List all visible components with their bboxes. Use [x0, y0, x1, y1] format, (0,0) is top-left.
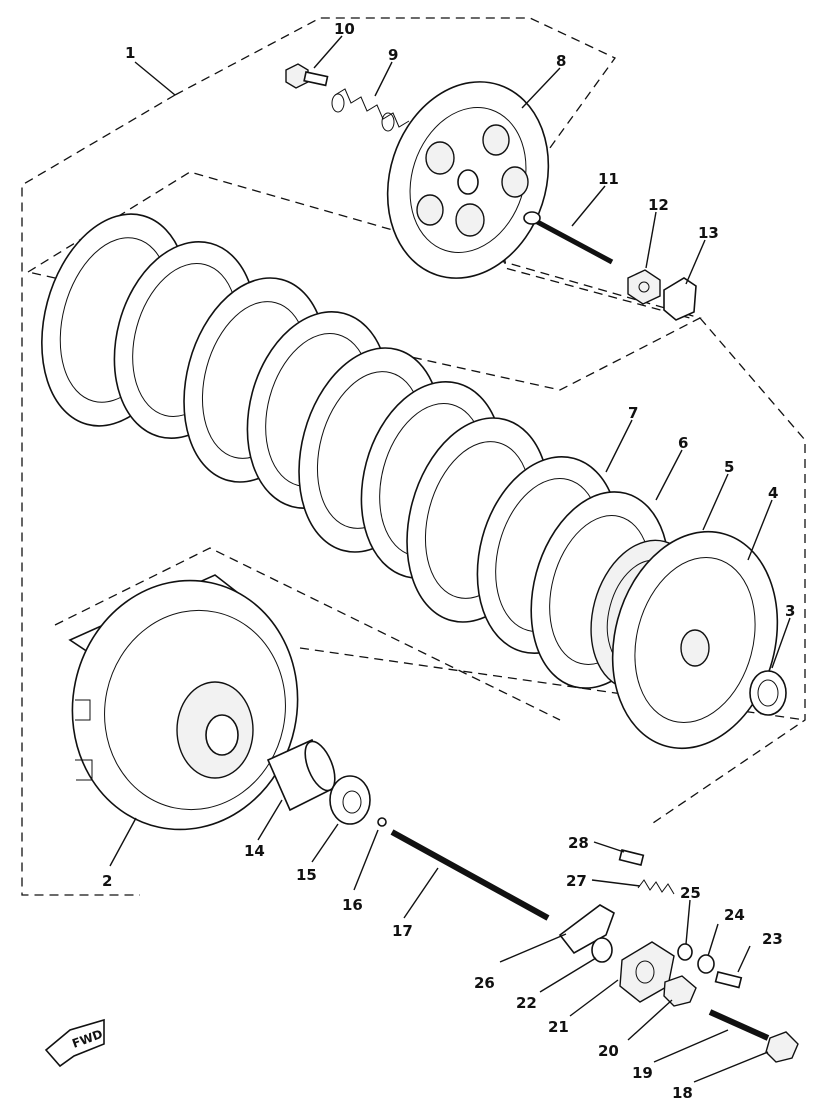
outer-group-boundary-top [174, 17, 616, 211]
callout-19: 19 [632, 1064, 653, 1082]
callout-8: 8 [556, 52, 566, 70]
callout-9: 9 [388, 46, 398, 64]
callout-6: 6 [678, 434, 688, 452]
lock-washer [663, 277, 697, 321]
callout-25: 25 [680, 884, 701, 902]
clutch-spring [331, 88, 410, 132]
callout-10: 10 [334, 20, 355, 38]
push-rod-long [390, 829, 550, 921]
cover-screw [714, 971, 743, 989]
callout-24: 24 [724, 906, 745, 924]
washer-small [329, 775, 371, 825]
callout-23: 23 [762, 930, 783, 948]
fwd-arrow: FWD [44, 1018, 105, 1068]
clutch-plate-stack [41, 213, 670, 689]
plate-stack-boundary-right [649, 317, 806, 826]
steel-ball [377, 817, 387, 827]
callouts: 1 2 3 4 5 6 7 8 9 10 11 12 13 14 15 16 1… [102, 20, 795, 1102]
callout-22: 22 [516, 994, 537, 1012]
callout-15: 15 [296, 866, 317, 884]
callout-4: 4 [768, 484, 778, 502]
oil-seal [591, 937, 613, 963]
callout-18: 18 [672, 1084, 693, 1102]
lever-spring [637, 879, 675, 895]
spring-bolt [285, 63, 329, 89]
primary-drive-plate [611, 530, 779, 750]
locknut [627, 269, 661, 305]
callout-28: 28 [568, 834, 589, 852]
push-lever [558, 904, 615, 955]
callout-5: 5 [724, 458, 734, 476]
thrust-washer [749, 670, 787, 716]
callout-12: 12 [648, 196, 669, 214]
callout-7: 7 [628, 404, 638, 422]
pressure-plate [386, 81, 550, 279]
callout-27: 27 [566, 872, 587, 890]
clutch-sleeve [266, 738, 336, 812]
callout-11: 11 [598, 170, 619, 188]
outer-group-boundary-left [21, 94, 176, 896]
callout-16: 16 [342, 896, 363, 914]
callout-14: 14 [244, 842, 265, 860]
leader-lines [109, 35, 791, 1083]
callout-17: 17 [392, 922, 413, 940]
callout-20: 20 [598, 1042, 619, 1060]
clutch-housing [68, 574, 299, 831]
callout-2: 2 [102, 872, 112, 890]
lock-washer-small [677, 943, 693, 961]
callout-13: 13 [698, 224, 719, 242]
callout-26: 26 [474, 974, 495, 992]
adjuster-locknut [765, 1031, 799, 1063]
push-rod-short [523, 211, 614, 265]
callout-21: 21 [548, 1018, 569, 1036]
lever-pin [618, 849, 645, 866]
housing-boundary [54, 547, 561, 721]
adjuster-bolt [663, 975, 697, 1007]
adjuster-screw [708, 1009, 770, 1041]
callout-1: 1 [125, 44, 135, 62]
plain-washer [697, 954, 715, 974]
group-boundaries [21, 17, 806, 896]
callout-3: 3 [785, 602, 795, 620]
